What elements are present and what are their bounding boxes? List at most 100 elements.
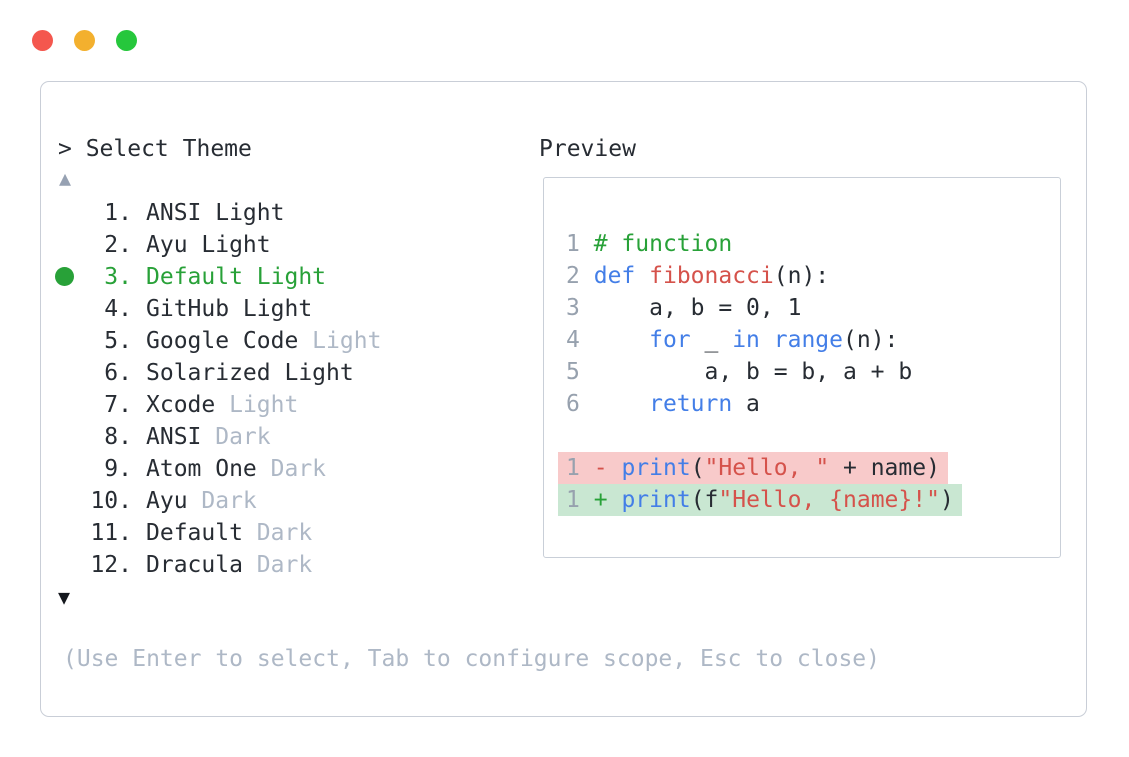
diff-line-removed: 1 - print("Hello, " + name) (558, 452, 948, 484)
theme-list-item[interactable]: 11.Default Dark (55, 517, 381, 549)
theme-list-item[interactable]: 8. ANSI Dark (55, 421, 381, 453)
theme-list-item[interactable]: 1.ANSI Light (55, 197, 381, 229)
code-token-plain: a, b = 0, 1 (579, 295, 802, 321)
line-number: 3 (566, 295, 580, 321)
zoom-window-button[interactable] (116, 30, 137, 51)
minimize-window-button[interactable] (74, 30, 95, 51)
theme-list-item[interactable]: 3. Default Light (55, 261, 381, 293)
code-token-plain (608, 455, 622, 481)
theme-item-label: Solarized Light (146, 360, 354, 386)
code-token-plain (580, 327, 649, 353)
theme-list-item[interactable]: 6. Solarized Light (55, 357, 381, 389)
help-hint: (Use Enter to select, Tab to configure s… (63, 646, 880, 672)
theme-item-label: GitHub Light (146, 296, 313, 322)
theme-item-label: Xcode (146, 392, 216, 418)
theme-item-label: Default Light (146, 264, 327, 290)
code-token-plain: (f (690, 487, 719, 513)
code-token-plain: _ (690, 327, 733, 353)
code-token-plain: (n): (773, 263, 830, 289)
code-token-plain (580, 263, 594, 289)
code-line: 3 a, b = 0, 1 (558, 292, 809, 324)
theme-list-item[interactable]: 2. Ayu Light (55, 229, 381, 261)
theme-item-label: ANSI Light (146, 200, 285, 226)
theme-item-label: Ayu (146, 488, 188, 514)
close-window-button[interactable] (32, 30, 53, 51)
code-token-kw: return (649, 391, 733, 417)
line-number: 6 (566, 391, 580, 417)
preview-label: Preview (539, 136, 636, 162)
code-line: 5 a, b = b, a + b (558, 356, 920, 388)
theme-item-label: Default (146, 520, 243, 546)
code-token-kw: print (621, 455, 691, 481)
theme-item-label: Ayu Light (146, 232, 271, 258)
theme-item-number: 2. (104, 232, 132, 258)
code-token-plain: ) (939, 487, 954, 513)
theme-item-number: 8. (104, 424, 132, 450)
window-controls (32, 30, 158, 56)
prompt: > Select Theme (58, 136, 252, 162)
theme-item-variant-suffix: Dark (256, 456, 327, 482)
selected-indicator-dot (55, 267, 74, 286)
scroll-down-icon[interactable]: ▼ (58, 585, 71, 609)
code-token-kw: for (649, 327, 691, 353)
code-token-minus: - (593, 455, 608, 481)
code-token-plus: + (593, 487, 608, 513)
theme-item-number: 6. (104, 360, 132, 386)
diff-line-added: 1 + print(f"Hello, {name}!") (558, 484, 962, 516)
code-token-kw: print (621, 487, 691, 513)
theme-item-variant-suffix: Dark (201, 424, 271, 450)
code-token-plain: a, b = b, a + b (579, 359, 913, 385)
theme-item-number: 7. (104, 392, 132, 418)
theme-item-variant-suffix: Dark (242, 520, 313, 546)
code-token-kw: range (773, 327, 844, 353)
code-token-plain (608, 487, 622, 513)
line-number: 2 (566, 263, 580, 289)
theme-list-item[interactable]: 9. Atom One Dark (55, 453, 381, 485)
code-line: 2 def fibonacci(n): (558, 260, 837, 292)
code-token-plain: + name) (829, 455, 940, 481)
theme-list-item[interactable]: 10. Ayu Dark (55, 485, 381, 517)
theme-list: 1.ANSI Light 2. Ayu Light 3. Default Light 4.… (55, 197, 381, 581)
line-number: 5 (566, 359, 580, 385)
theme-item-number: 3. (104, 264, 132, 290)
theme-item-number: 12. (90, 552, 132, 578)
theme-item-label: Dracula (146, 552, 243, 578)
line-number: 4 (566, 327, 580, 353)
code-token-comment: # function (593, 231, 733, 257)
code-token-plain (580, 487, 594, 513)
theme-picker-panel: > Select Theme ▲ 1.ANSI Light 2. Ayu Light… (40, 81, 1087, 717)
theme-list-item[interactable]: 12.Dracula Dark (55, 549, 381, 581)
theme-item-variant-suffix: Light (215, 392, 299, 418)
theme-item-label: Atom One (146, 456, 257, 482)
theme-item-number: 5. (104, 328, 132, 354)
theme-item-label: Google Code (146, 328, 299, 354)
code-line: 4 for _ in range(n): (558, 324, 906, 356)
code-line: 1 # function (558, 228, 740, 260)
code-token-plain (760, 327, 774, 353)
theme-item-variant-suffix: Dark (187, 488, 257, 514)
code-line: 6 return a (558, 388, 768, 420)
code-token-plain: a (732, 391, 760, 417)
code-token-str: "Hello, {name}!" (718, 487, 940, 513)
theme-item-number: 9. (104, 456, 132, 482)
code-token-plain: (n): (843, 327, 899, 353)
theme-list-item[interactable]: 4. GitHub Light (55, 293, 381, 325)
theme-list-item[interactable]: 7. Xcode Light (55, 389, 381, 421)
theme-item-number: 10. (90, 488, 132, 514)
code-token-kw: def (593, 263, 636, 289)
line-number: 1 (566, 455, 580, 481)
code-token-plain: ( (690, 455, 705, 481)
theme-item-label: ANSI (146, 424, 202, 450)
scroll-up-icon[interactable]: ▲ (59, 166, 72, 190)
code-token-plain (580, 455, 594, 481)
theme-item-number: 4. (104, 296, 132, 322)
code-token-fn: fibonacci (649, 263, 774, 289)
line-number: 1 (566, 487, 580, 513)
code-token-str: "Hello, " (704, 455, 830, 481)
code-token-plain (580, 231, 594, 257)
code-line (558, 420, 574, 452)
theme-item-variant-suffix: Light (298, 328, 382, 354)
theme-list-item[interactable]: 5. Google Code Light (55, 325, 381, 357)
